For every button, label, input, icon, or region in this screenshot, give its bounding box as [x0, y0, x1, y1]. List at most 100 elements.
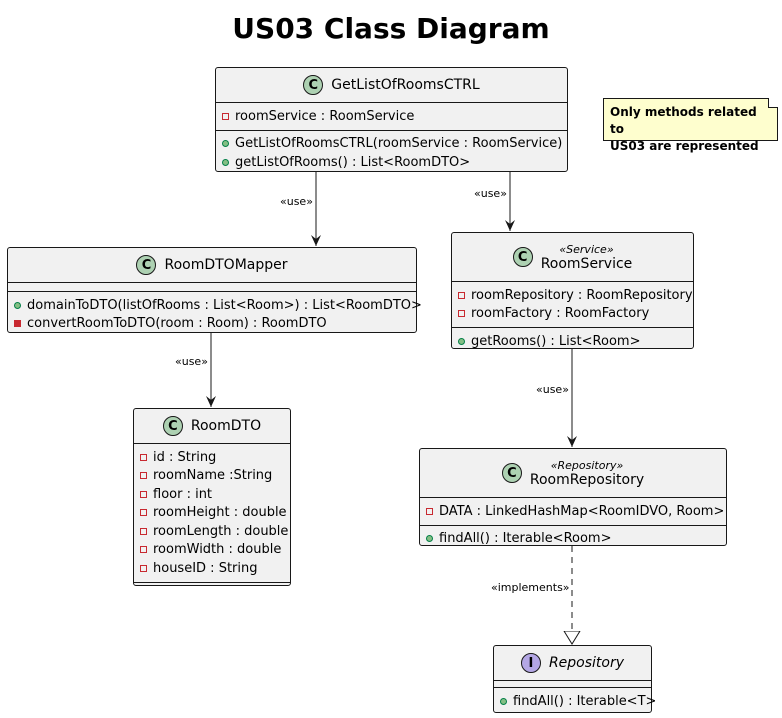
- attribute-row: roomService : RoomService: [222, 107, 561, 126]
- attribute-text: DATA : LinkedHashMap<RoomIDVO, Room>: [439, 503, 725, 519]
- class-c-icon: C: [303, 75, 324, 95]
- class-header: I Repository: [494, 646, 651, 681]
- note-box: Only methods related to US03 are represe…: [603, 98, 778, 153]
- attributes-section: [494, 681, 651, 688]
- attributes-section: [8, 283, 416, 292]
- class-header: C RoomDTO: [134, 409, 290, 444]
- attribute-text: roomWidth : double: [153, 542, 282, 558]
- class-stereotype: «Service»: [559, 243, 614, 256]
- method-row: getListOfRooms() : List<RoomDTO>: [222, 153, 561, 172]
- class-roomservice[interactable]: C «Service» RoomService roomRepository :…: [451, 232, 694, 349]
- attribute-row: roomFactory : RoomFactory: [458, 305, 687, 324]
- class-getlistofroomsctrl[interactable]: C GetListOfRoomsCTRL roomService : RoomS…: [215, 67, 568, 172]
- method-text: GetListOfRoomsCTRL(roomService : RoomSer…: [235, 136, 563, 152]
- attribute-row: DATA : LinkedHashMap<RoomIDVO, Room>: [426, 502, 724, 521]
- edge-label-mapper-dto: «use»: [175, 355, 208, 368]
- edge-label-ctrl-mapper: «use»: [280, 195, 313, 208]
- method-row: convertRoomToDTO(room : Room) : RoomDTO: [14, 315, 410, 334]
- methods-section: [134, 583, 290, 591]
- public-method-icon: [500, 697, 507, 705]
- method-row: getRooms() : List<Room>: [458, 332, 687, 351]
- attributes-section: roomRepository : RoomRepository roomFact…: [452, 282, 693, 328]
- method-text: domainToDTO(listOfRooms : List<Room>) : …: [27, 297, 422, 313]
- attribute-row: floor : int: [140, 485, 284, 504]
- class-c-icon: C: [136, 255, 157, 275]
- attribute-row: roomHeight : double: [140, 504, 287, 523]
- attribute-text: roomFactory : RoomFactory: [471, 306, 650, 322]
- private-field-icon: [140, 509, 147, 517]
- class-c-icon: C: [501, 463, 522, 483]
- class-header: C RoomDTOMapper: [8, 248, 416, 283]
- method-text: getRooms() : List<Room>: [471, 333, 641, 349]
- class-c-icon: C: [512, 247, 533, 267]
- attribute-row: roomWidth : double: [140, 541, 284, 560]
- note-line-1: Only methods related to: [610, 105, 757, 136]
- method-row: findAll() : Iterable<T>: [500, 692, 656, 711]
- edge-label-ctrl-service: «use»: [474, 187, 507, 200]
- private-field-icon: [140, 546, 147, 554]
- interface-i-icon: I: [520, 653, 541, 673]
- attribute-row: houseID : String: [140, 559, 284, 578]
- public-method-icon: [14, 301, 21, 309]
- attribute-row: roomName :String: [140, 467, 284, 486]
- private-field-icon: [426, 507, 433, 515]
- interface-name: Repository: [548, 655, 625, 671]
- attribute-text: floor : int: [153, 486, 213, 502]
- method-row: GetListOfRoomsCTRL(roomService : RoomSer…: [222, 135, 563, 154]
- attribute-text: id : String: [153, 449, 217, 465]
- methods-section: findAll() : Iterable<Room>: [420, 526, 726, 553]
- private-field-icon: [140, 472, 147, 480]
- attribute-text: houseID : String: [153, 560, 258, 576]
- class-name: RoomDTOMapper: [164, 257, 288, 273]
- public-method-icon: [222, 158, 229, 166]
- method-text: convertRoomToDTO(room : Room) : RoomDTO: [27, 316, 327, 332]
- class-name: RoomDTO: [190, 418, 262, 434]
- class-stereotype: «Repository»: [550, 459, 624, 472]
- private-field-icon: [140, 453, 147, 461]
- attributes-section: roomService : RoomService: [216, 103, 567, 131]
- class-header: C GetListOfRoomsCTRL: [216, 68, 567, 103]
- private-field-icon: [458, 310, 465, 318]
- private-method-icon: [14, 320, 21, 328]
- methods-section: findAll() : Iterable<T>: [494, 688, 656, 715]
- class-name: RoomRepository: [529, 472, 645, 488]
- class-roomdto[interactable]: C RoomDTO id : String roomName :String f…: [133, 408, 291, 586]
- attribute-text: roomLength : double: [153, 523, 289, 539]
- attribute-text: roomName :String: [153, 468, 273, 484]
- class-roomdtomapper[interactable]: C RoomDTOMapper domainToDTO(listOfRooms …: [7, 247, 422, 333]
- class-roomrepository[interactable]: C «Repository» RoomRepository DATA : Lin…: [419, 448, 727, 546]
- private-field-icon: [140, 527, 147, 535]
- method-text: findAll() : Iterable<Room>: [439, 531, 612, 547]
- interface-repository[interactable]: I Repository findAll() : Iterable<T>: [493, 645, 656, 715]
- private-field-icon: [140, 564, 147, 572]
- public-method-icon: [222, 140, 229, 148]
- method-row: findAll() : Iterable<Room>: [426, 530, 720, 549]
- methods-section: getRooms() : List<Room>: [452, 328, 693, 355]
- public-method-icon: [458, 337, 465, 345]
- class-header: C «Service» RoomService: [452, 233, 693, 282]
- class-header: C «Repository» RoomRepository: [420, 449, 726, 498]
- attribute-text: roomHeight : double: [153, 505, 287, 521]
- method-text: getListOfRooms() : List<RoomDTO>: [235, 154, 471, 170]
- diagram-title: US03 Class Diagram: [232, 12, 550, 45]
- attribute-row: roomRepository : RoomRepository: [458, 286, 693, 305]
- attribute-text: roomRepository : RoomRepository: [471, 287, 693, 303]
- attribute-row: id : String: [140, 448, 284, 467]
- class-name: RoomService: [540, 256, 633, 272]
- class-name: GetListOfRoomsCTRL: [331, 77, 480, 93]
- class-c-icon: C: [162, 416, 183, 436]
- note-fold: [768, 98, 778, 108]
- edge-label-service-repo: «use»: [536, 383, 569, 396]
- private-field-icon: [222, 112, 229, 120]
- methods-section: domainToDTO(listOfRooms : List<Room>) : …: [8, 292, 422, 337]
- method-text: findAll() : Iterable<T>: [513, 693, 657, 709]
- method-row: domainToDTO(listOfRooms : List<Room>) : …: [14, 296, 422, 315]
- attribute-text: roomService : RoomService: [235, 108, 415, 124]
- attributes-section: id : String roomName :String floor : int…: [134, 444, 290, 583]
- attribute-row: roomLength : double: [140, 522, 288, 541]
- attributes-section: DATA : LinkedHashMap<RoomIDVO, Room>: [420, 498, 726, 526]
- methods-section: GetListOfRoomsCTRL(roomService : RoomSer…: [216, 131, 567, 176]
- edge-label-repo-iface: «implements»: [491, 581, 570, 594]
- public-method-icon: [426, 535, 433, 543]
